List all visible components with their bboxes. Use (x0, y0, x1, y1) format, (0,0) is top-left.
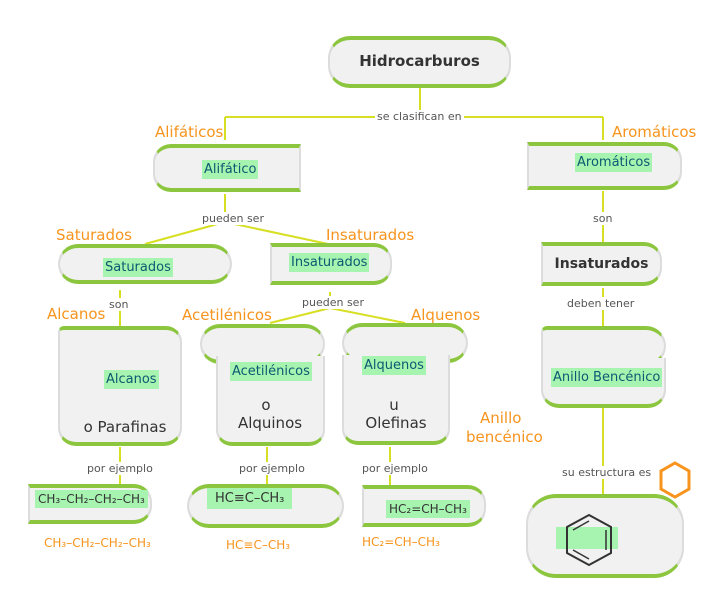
alquenos-o: u (389, 396, 399, 414)
edge-example-1: por ejemplo (85, 462, 155, 475)
edge-structure: su estructura es (560, 466, 654, 479)
benzene-highlight (556, 527, 618, 549)
alkyne-formula: HC≡C–CH₃ (207, 488, 293, 509)
alquenos-alt: Olefinas (365, 414, 427, 432)
acetilenicos-label: Acetilénicos (230, 362, 312, 381)
edge-classified: se clasifican en (375, 110, 464, 123)
label-aromaticos: Aromáticos (612, 123, 697, 141)
benzene-ring-icon (566, 513, 612, 567)
edge-must-have: deben tener (565, 297, 637, 310)
label-alquenos: Alquenos (411, 306, 481, 324)
alcanos-alt: o Parafinas (83, 418, 167, 436)
edge-are: son (107, 298, 131, 311)
insaturados-right-label: Insaturados (554, 256, 649, 272)
label-anillo-line1: Anillo (480, 409, 522, 427)
root-label: Hidrocarburos (359, 52, 480, 70)
label-anillo-line2: bencénico (466, 428, 543, 446)
root-node (328, 36, 511, 88)
saturados-label: Saturados (103, 258, 173, 277)
alcanos-label: Alcanos (104, 370, 159, 389)
edge-example-2: por ejemplo (237, 462, 307, 475)
aromaticos-label: Aromáticos (575, 153, 653, 172)
edge-can-be-2: pueden ser (300, 296, 366, 309)
label-alifaticos: Alifáticos (155, 123, 224, 141)
insaturados-label: Insaturados (289, 253, 370, 272)
alifatico-label: Alifático (202, 160, 259, 179)
label-acetilenicos: Acetilénicos (182, 306, 272, 324)
label-insaturados: Insaturados (326, 226, 415, 244)
alcane-formula: CH₃–CH₂–CH₂–CH₃ (35, 490, 148, 508)
benzene-hexagon-icon (659, 461, 691, 499)
insaturados-right-node (541, 242, 662, 286)
acetilenicos-o: o (261, 396, 271, 414)
edge-example-3: por ejemplo (360, 462, 430, 475)
acetilenicos-alt: Alquinos (237, 414, 303, 432)
label-saturados: Saturados (56, 226, 132, 244)
anillo-label: Anillo Bencénico (551, 368, 663, 387)
edge-can-be: pueden ser (200, 212, 266, 225)
alkene-formula: HC₂=CH–CH₃ (386, 500, 470, 518)
alcane-formula-text: CH₃–CH₂–CH₂–CH₃ (44, 536, 151, 550)
alkyne-formula-text: HC≡C–CH₃ (226, 538, 291, 552)
alquenos-label: Alquenos (362, 356, 426, 375)
edge-are-right: son (591, 212, 615, 225)
label-alcanos: Alcanos (47, 305, 106, 323)
alkene-formula-text: HC₂=CH–CH₃ (362, 535, 440, 549)
